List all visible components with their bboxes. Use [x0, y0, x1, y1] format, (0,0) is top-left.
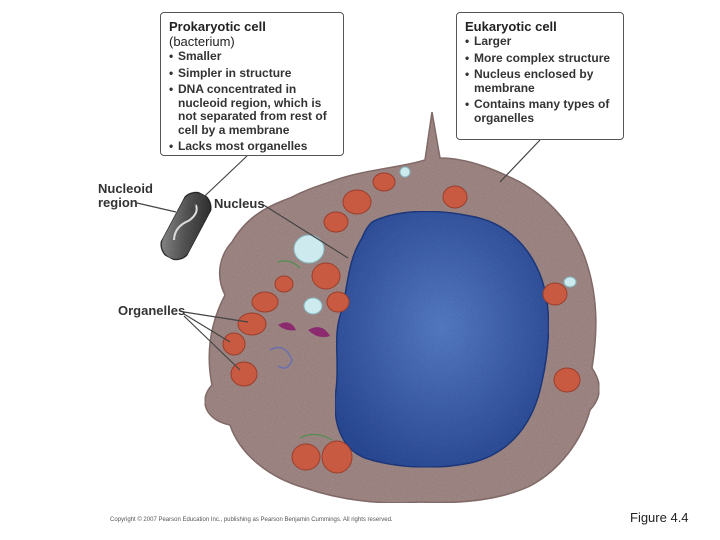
nucleus-label: Nucleus: [214, 196, 265, 211]
mitochondrion: [372, 172, 396, 192]
prokaryotic-bullets: Smaller Simpler in structure DNA concent…: [169, 49, 335, 154]
mitochondrion: [321, 440, 353, 474]
eukaryotic-bullets: Larger More complex structure Nucleus en…: [465, 34, 615, 125]
mitochondrion: [442, 185, 468, 209]
eukaryotic-bullet: Nucleus enclosed by membrane: [465, 67, 615, 95]
prokaryotic-cell-box: Prokaryotic cell (bacterium) Smaller Sim…: [160, 12, 344, 156]
mitochondrion: [542, 282, 568, 306]
copyright-notice: Copyright © 2007 Pearson Education Inc.,…: [110, 517, 393, 523]
eukaryotic-bullet: Larger: [465, 34, 615, 49]
er-strand: [269, 346, 293, 369]
figure-label: Figure 4.4: [630, 510, 689, 525]
nucleus-shape: [334, 210, 550, 468]
mitochondrion: [323, 211, 349, 233]
mitochondrion: [311, 262, 341, 290]
bacterium: [160, 191, 212, 261]
mitochondria: [222, 172, 581, 474]
eukaryotic-leader: [499, 139, 541, 183]
organelles-leader: [183, 311, 249, 323]
mitochondrion: [342, 189, 372, 215]
mitochondrion: [222, 332, 246, 356]
prokaryotic-title: Prokaryotic cell (bacterium): [169, 19, 335, 49]
eukaryotic-title: Eukaryotic cell: [465, 19, 557, 34]
eukaryotic-bullet: More complex structure: [465, 51, 615, 66]
er-strand: [277, 260, 301, 269]
er-strand: [299, 433, 333, 441]
vacuoles: [293, 166, 577, 315]
prokaryotic-leader: [189, 155, 248, 211]
golgi-organelle: [278, 322, 296, 331]
golgi-organelle: [308, 327, 330, 338]
eukaryotic-cell-box: Eukaryotic cell Larger More complex stru…: [456, 12, 624, 140]
prokaryotic-title-text: Prokaryotic cell: [169, 19, 266, 34]
organelles-label: Organelles: [118, 303, 186, 318]
nucleoid-leader: [136, 202, 177, 213]
mitochondrion: [326, 291, 350, 313]
nucleoid-shape: [173, 203, 198, 241]
vacuole: [563, 276, 577, 288]
nucleus-leader: [261, 203, 349, 259]
vacuole: [303, 297, 323, 315]
mitochondrion: [274, 275, 294, 293]
prokaryotic-bullet: DNA concentrated in nucleoid region, whi…: [169, 82, 335, 137]
bacterium-body: [160, 191, 212, 261]
vacuole: [293, 234, 325, 264]
organelles-leader: [183, 313, 231, 343]
vacuole: [399, 166, 411, 178]
mitochondrion: [251, 291, 279, 313]
nucleoid-region-label: Nucleoid region: [98, 181, 153, 210]
mitochondrion: [553, 367, 581, 393]
prokaryotic-bullet: Simpler in structure: [169, 66, 335, 81]
leader-lines: [136, 139, 541, 371]
prokaryotic-bullet: Lacks most organelles: [169, 139, 335, 154]
eukaryotic-bullet: Contains many types of organelles: [465, 97, 615, 125]
organelles-leader: [183, 315, 241, 371]
mitochondrion: [291, 443, 321, 471]
mitochondrion: [237, 312, 267, 336]
prokaryotic-subtitle: (bacterium): [169, 34, 235, 49]
prokaryotic-bullet: Smaller: [169, 49, 335, 64]
